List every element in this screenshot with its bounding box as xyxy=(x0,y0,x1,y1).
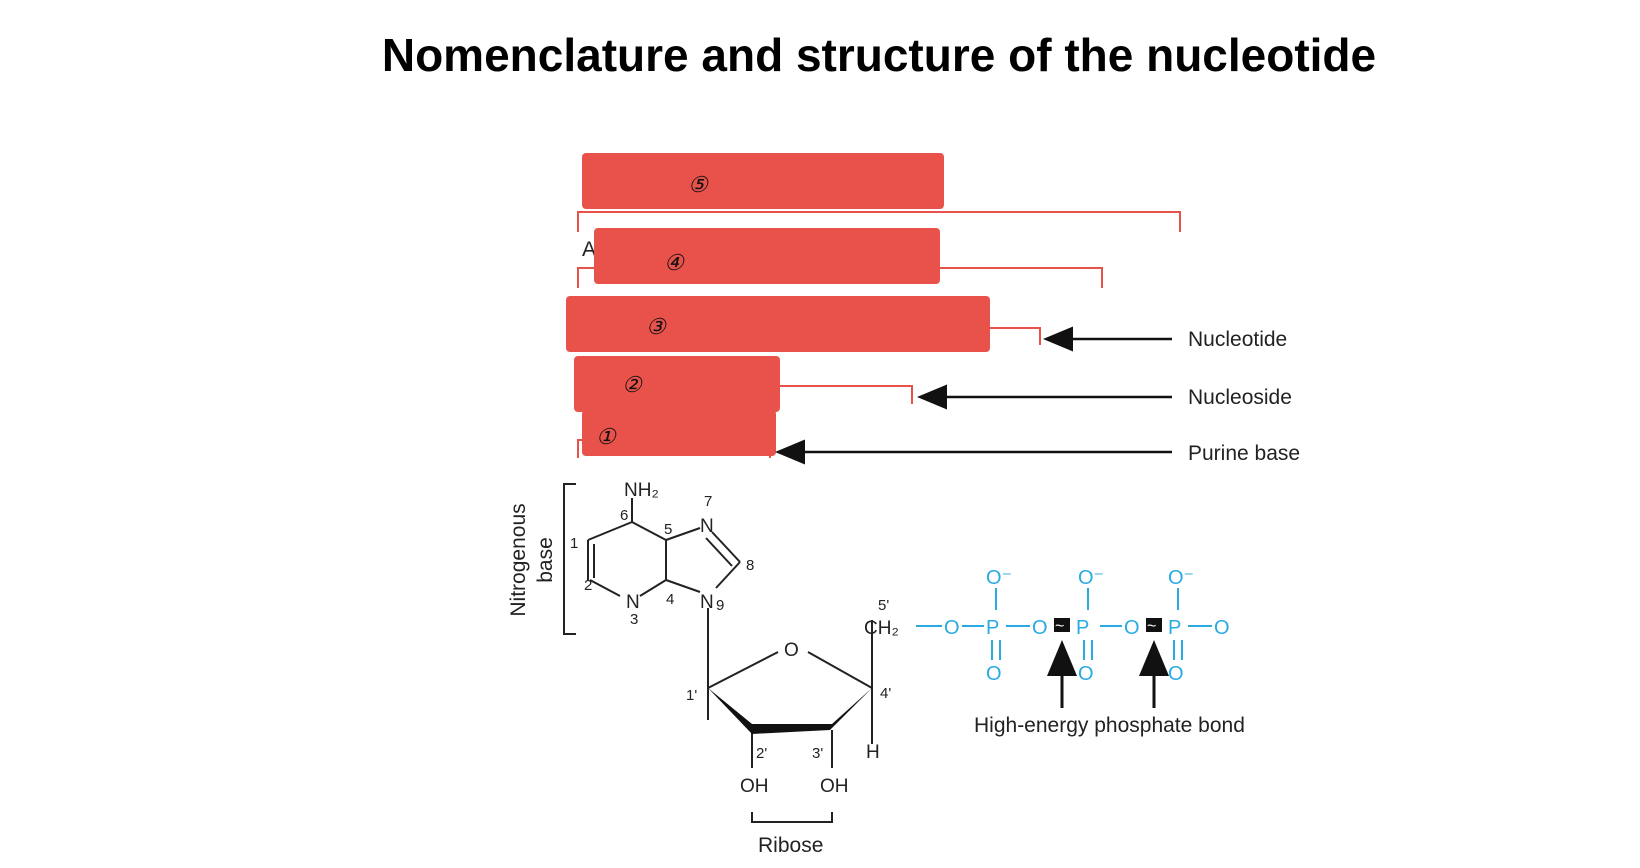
atom-number-8: 8 xyxy=(746,557,754,574)
nitrogenous-base-bracket xyxy=(563,483,576,635)
n7-label: N xyxy=(700,516,714,537)
c5-label: 5' xyxy=(878,597,889,614)
ch2-label: CH₂ xyxy=(864,618,899,639)
c3-label: 3' xyxy=(812,745,823,762)
redact-bar-2 xyxy=(574,356,780,412)
phosphate-chain: O P O P O P O O⁻ O⁻ O⁻ O O O ~ ~ xyxy=(916,567,1230,685)
atom-number-3: 3 xyxy=(630,611,638,628)
redact-bar-5 xyxy=(582,153,944,209)
page-title: Nomenclature and structure of the nucleo… xyxy=(381,29,1377,81)
high-energy-arrows xyxy=(1047,640,1169,708)
handwritten-marks: ⑤ ④ ③ ② ① xyxy=(596,173,709,450)
phosphate-o-4: O xyxy=(1214,617,1230,639)
oh-3-label: OH xyxy=(820,776,849,797)
atom-number-6: 6 xyxy=(620,507,628,524)
ribose-structure xyxy=(707,620,873,823)
c2-label: 2' xyxy=(756,745,767,762)
n3-label: N xyxy=(626,592,640,613)
redact-bar-3 xyxy=(566,296,990,352)
label-purine-base: Purine base xyxy=(1188,442,1300,465)
oh-2-label: OH xyxy=(740,776,769,797)
wavy-bond-2: ~ xyxy=(1147,618,1156,635)
mark-5: ⑤ xyxy=(688,173,709,198)
redact-bar-1 xyxy=(582,410,776,456)
atom-number-2: 2 xyxy=(584,577,592,594)
label-nucleoside: Nucleoside xyxy=(1188,386,1292,409)
atom-number-1: 1 xyxy=(570,535,578,552)
c4-label: 4' xyxy=(880,685,891,702)
c1-label: 1' xyxy=(686,687,697,704)
ring-o-label: O xyxy=(784,640,799,661)
mark-2: ② xyxy=(622,373,643,398)
svg-text:base: base xyxy=(534,537,557,583)
phosphate-p-beta: P xyxy=(1076,617,1089,639)
nitrogenous-base-label: Nitrogenous base xyxy=(507,503,557,616)
atom-number-4: 4 xyxy=(666,591,674,608)
redaction-bars xyxy=(566,153,990,456)
phosphate-o-1: O xyxy=(944,617,960,639)
phosphate-p-gamma: P xyxy=(1168,617,1181,639)
ribose-bold-bottom xyxy=(708,688,872,734)
wavy-bond-1: ~ xyxy=(1055,618,1064,635)
phosphate-o-double-1: O xyxy=(986,663,1002,685)
phosphate-o-double-3: O xyxy=(1168,663,1184,685)
label-arrows xyxy=(775,326,1172,465)
mark-3: ③ xyxy=(646,315,667,340)
n9-label: N xyxy=(700,592,714,613)
phosphate-o-minus-1: O⁻ xyxy=(986,567,1012,589)
bracket-level-5 xyxy=(577,211,1181,232)
h-label: H xyxy=(866,742,880,763)
phosphate-o-minus-2: O⁻ xyxy=(1078,567,1104,589)
atom-number-5: 5 xyxy=(664,521,672,538)
phosphate-o-double-2: O xyxy=(1078,663,1094,685)
label-nucleotide: Nucleotide xyxy=(1188,328,1287,351)
partial-letter: A xyxy=(582,238,596,261)
phosphate-o-3: O xyxy=(1124,617,1140,639)
mark-1: ① xyxy=(596,425,617,450)
phosphate-p-alpha: P xyxy=(986,617,999,639)
phosphate-o-2: O xyxy=(1032,617,1048,639)
high-energy-bond-label: High-energy phosphate bond xyxy=(974,714,1245,737)
atom-number-7: 7 xyxy=(704,493,712,510)
redact-bar-4 xyxy=(594,228,940,284)
mark-4: ④ xyxy=(664,251,685,276)
atom-number-9: 9 xyxy=(716,597,724,614)
ribose-label: Ribose xyxy=(758,834,823,857)
nh2-label: NH₂ xyxy=(624,480,659,501)
phosphate-o-minus-3: O⁻ xyxy=(1168,567,1194,589)
svg-text:Nitrogenous: Nitrogenous xyxy=(507,503,530,616)
